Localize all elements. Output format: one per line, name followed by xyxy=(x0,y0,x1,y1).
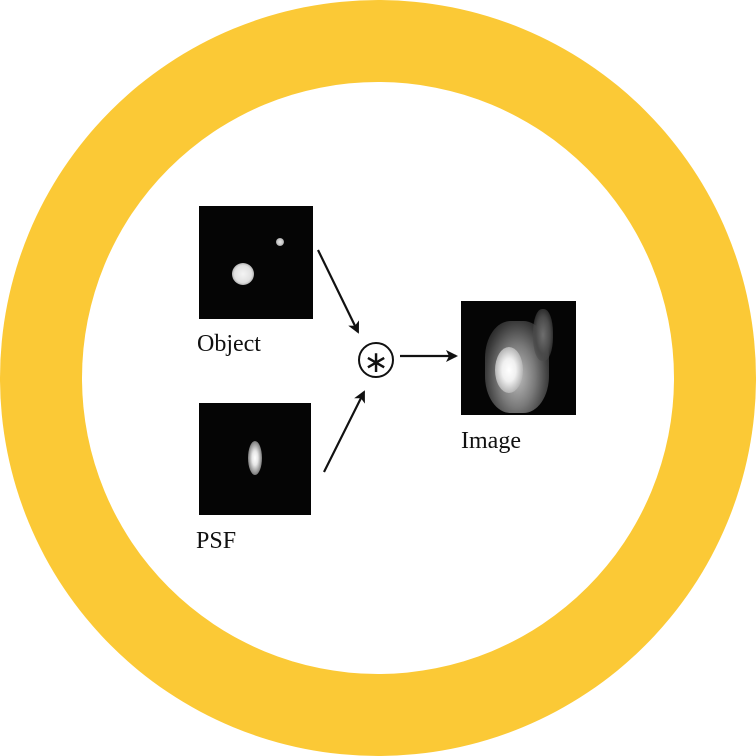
object-label: Object xyxy=(197,331,261,357)
image-bright-core xyxy=(495,347,523,393)
object-small-source xyxy=(276,238,284,246)
operator-symbol: ∗ xyxy=(363,345,388,380)
object-panel xyxy=(199,206,313,319)
convolution-icon: ∗ xyxy=(358,342,394,380)
arrow-icon xyxy=(323,390,365,473)
object-large-source xyxy=(232,263,254,285)
image-secondary-blur xyxy=(533,309,553,361)
psf-panel xyxy=(199,403,311,515)
psf-label: PSF xyxy=(196,528,237,554)
arrow-icon xyxy=(317,249,360,334)
image-label: Image xyxy=(461,428,521,454)
image-panel xyxy=(461,301,576,415)
psf-spot xyxy=(248,441,262,475)
